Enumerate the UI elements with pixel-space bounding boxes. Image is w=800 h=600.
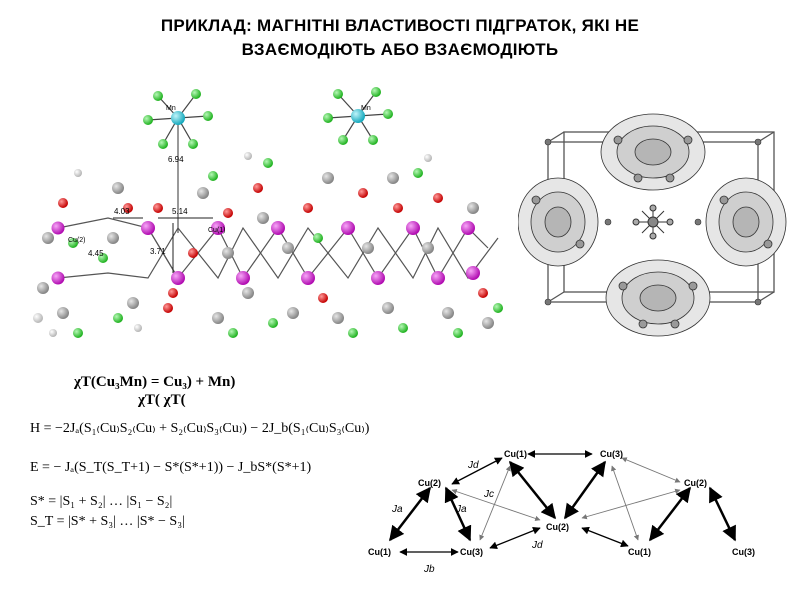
molecule-cluster-left xyxy=(518,177,599,267)
node-cu3-top: Cu(3) xyxy=(600,449,623,459)
title-line-2: ВЗАЄМОДІЮТЬ АБО ВЗАЄМОДІЮТЬ xyxy=(241,40,559,59)
distance-label-3-71: 3.71 xyxy=(150,247,166,256)
coupling-label-jc: Jc xyxy=(483,489,494,500)
distance-label-5-14: 5.14 xyxy=(172,207,188,216)
cu2-atom-label: Cu(2) xyxy=(68,237,86,244)
chi-equation-line-1: χT(Cu₃Mn) = Cu₃) + Mn) xyxy=(74,374,236,390)
coupling-label-jd-bottom: Jd xyxy=(531,540,543,551)
mn-label-1: Mn xyxy=(166,105,176,112)
coupling-label-ja-middle: Ja xyxy=(455,504,467,515)
node-cu3-bottom-left: Cu(3) xyxy=(460,547,483,557)
coupling-label-jb: Jb xyxy=(423,564,435,575)
ligand-atoms xyxy=(33,152,503,338)
node-cu1-bottom-left: Cu(1) xyxy=(368,547,391,557)
cu1-atom-label: Cu(1) xyxy=(208,227,226,234)
node-cu2-right: Cu(2) xyxy=(684,478,707,488)
title-line-1: ПРИКЛАД: МАГНІТНІ ВЛАСТИВОСТІ ПІДГРАТОК,… xyxy=(160,16,640,35)
node-cu2-center: Cu(2) xyxy=(546,522,569,532)
coupling-label-ja-left: Ja xyxy=(391,504,403,515)
distance-label-4-45: 4.45 xyxy=(88,249,104,258)
node-cu1-bottom-right: Cu(1) xyxy=(628,547,651,557)
hamiltonian-equation: H = −2Jₐ(S₁₍Cu₎S₂₍Cu₎ + S₂₍Cu₎S₃₍Cu₎) − … xyxy=(30,421,370,436)
molecule-cluster-bottom xyxy=(605,259,711,337)
s-total-equation: S_T = |S* + S₃| … |S* − S₃| xyxy=(30,514,185,529)
unit-cell-corner-atoms xyxy=(544,138,762,306)
mn-octahedron-2 xyxy=(323,87,393,145)
crystal-structure-chain: Mn Mn 6.94 4.03 5.14 4.45 3.71 Cu(2) Cu(… xyxy=(33,87,503,338)
crystal-packing-image xyxy=(518,113,787,337)
s-star-equation: S* = |S₁ + S₂| … |S₁ − S₂| xyxy=(30,494,173,509)
chi-equation-line-2: χT( χT( xyxy=(138,392,186,408)
slide-title: ПРИКЛАД: МАГНІТНІ ВЛАСТИВОСТІ ПІДГРАТОК,… xyxy=(0,14,800,62)
exchange-coupling-scheme: Cu(1) Cu(3) Cu(2) Cu(2) Cu(2) Cu(1) Cu(3… xyxy=(368,449,755,575)
chain-backbone xyxy=(57,123,499,280)
molecule-cluster-right xyxy=(705,177,787,267)
molecule-cluster-top xyxy=(600,113,706,191)
distance-label-4-03: 4.03 xyxy=(114,207,130,216)
node-cu1-top: Cu(1) xyxy=(504,449,527,459)
coupling-label-jd-top: Jd xyxy=(467,460,479,471)
energy-equation: E = − Jₐ(S_T(S_T+1) − S*(S*+1)) − J_bS*(… xyxy=(30,460,312,475)
distance-label-6-94: 6.94 xyxy=(168,155,184,164)
mn-label-2: Mn xyxy=(361,105,371,112)
cu-atoms xyxy=(51,221,480,285)
mn-octahedron-1 xyxy=(143,89,213,149)
node-cu3-bottom-right: Cu(3) xyxy=(732,547,755,557)
molecule-cluster-center xyxy=(632,204,674,240)
node-cu2-left: Cu(2) xyxy=(418,478,441,488)
